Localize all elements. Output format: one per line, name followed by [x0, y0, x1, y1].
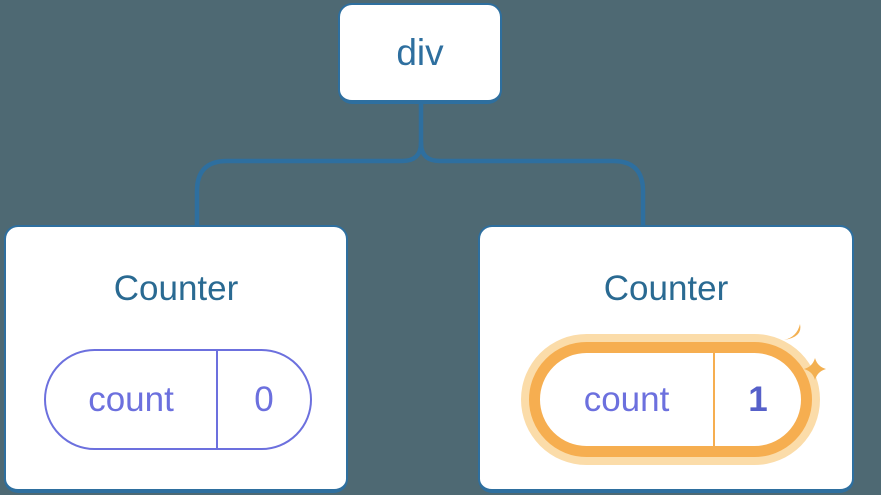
state-pill: count 0 [44, 349, 312, 450]
root-node-div: div [338, 3, 502, 104]
state-name-label: count [88, 379, 174, 419]
counter-title: Counter [603, 269, 729, 308]
sparkle-icon [784, 324, 826, 380]
connector-right-branch [418, 140, 646, 229]
counter-card-right: Counter count 1 [478, 225, 854, 493]
counter-title: Counter [113, 269, 239, 308]
state-value: 1 [713, 353, 801, 446]
sparkle-small [804, 358, 826, 380]
state-pill-highlighted: count 1 [529, 342, 812, 457]
root-node-label: div [396, 31, 444, 73]
connector-left-branch [194, 97, 424, 229]
counter-card-left: Counter count 0 [4, 225, 348, 493]
state-value: 0 [216, 351, 310, 448]
sparkle-large [784, 324, 816, 356]
state-name-label: count [583, 379, 670, 419]
